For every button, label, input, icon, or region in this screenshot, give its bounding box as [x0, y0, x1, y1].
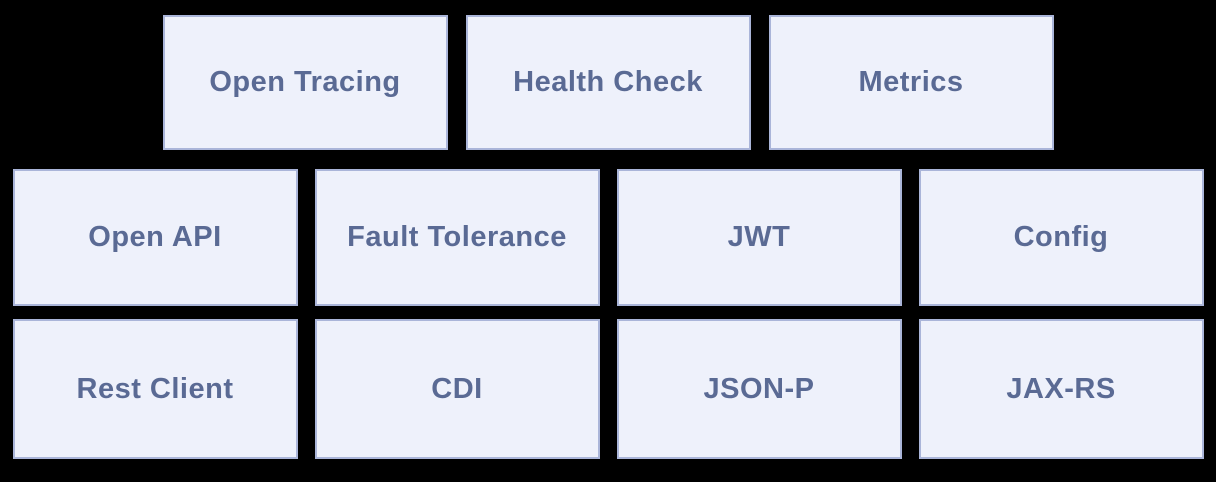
diagram-row-bottom: Rest Client CDI JSON-P JAX-RS — [0, 319, 1216, 459]
component-box-metrics: Metrics — [768, 15, 1054, 150]
component-label-config: Config — [1013, 221, 1109, 253]
component-box-open-api: Open API — [12, 169, 298, 306]
component-label-fault-tolerance: Fault Tolerance — [347, 221, 567, 253]
diagram-row-top: Open Tracing Health Check Metrics — [0, 15, 1216, 150]
component-label-jax-rs: JAX-RS — [1006, 372, 1116, 405]
component-label-health-check: Health Check — [513, 66, 703, 98]
component-box-open-tracing: Open Tracing — [162, 15, 448, 150]
component-box-config: Config — [918, 169, 1204, 306]
component-box-jwt: JWT — [616, 169, 902, 306]
diagram-row-middle: Open API Fault Tolerance JWT Config — [0, 169, 1216, 306]
component-label-metrics: Metrics — [858, 66, 964, 98]
component-label-jwt: JWT — [727, 221, 791, 253]
component-box-fault-tolerance: Fault Tolerance — [314, 169, 600, 306]
component-label-open-api: Open API — [88, 221, 222, 253]
component-label-json-p: JSON-P — [703, 372, 815, 405]
component-box-health-check: Health Check — [465, 15, 751, 150]
component-box-json-p: JSON-P — [616, 319, 902, 459]
component-box-jax-rs: JAX-RS — [918, 319, 1204, 459]
component-label-open-tracing: Open Tracing — [209, 66, 401, 98]
component-label-cdi: CDI — [431, 372, 483, 405]
component-box-cdi: CDI — [314, 319, 600, 459]
component-label-rest-client: Rest Client — [76, 372, 234, 405]
component-box-rest-client: Rest Client — [12, 319, 298, 459]
